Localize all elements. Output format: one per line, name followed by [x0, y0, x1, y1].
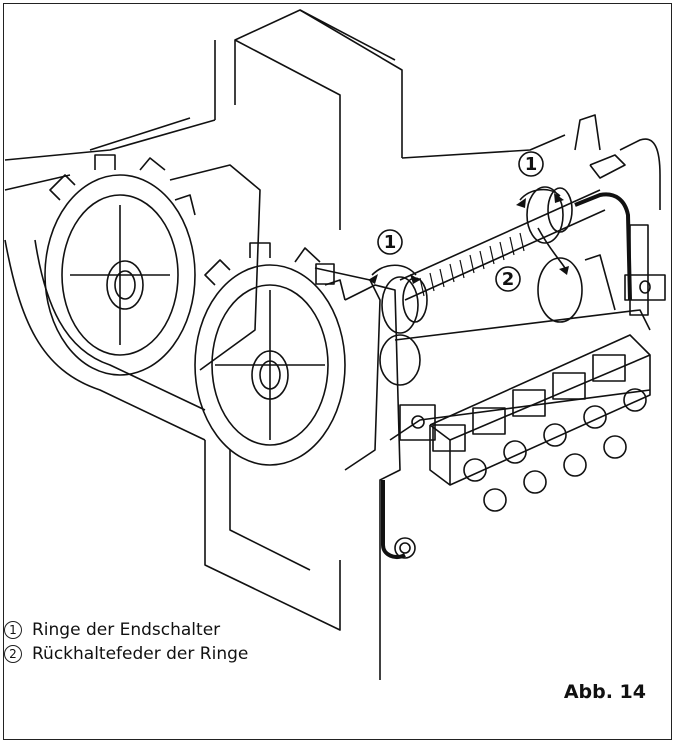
legend-text: Ringe der Endschalter	[32, 620, 221, 640]
legend-number: 1	[4, 621, 22, 639]
gear-right	[194, 242, 381, 471]
callout-1-shaft: 1	[377, 229, 403, 255]
housing	[4, 9, 566, 680]
legend: 1 Ringe der Endschalter 2 Rückhaltefeder…	[4, 618, 248, 666]
svg-text:1: 1	[384, 232, 397, 253]
legend-text: Rückhaltefeder der Ringe	[32, 644, 249, 664]
threaded-shaft	[399, 189, 606, 301]
svg-text:2: 2	[502, 269, 515, 290]
retention-spring	[381, 192, 632, 559]
terminal-block	[379, 334, 651, 559]
figure-frame	[3, 3, 672, 740]
figure-label: Abb. 14	[563, 681, 646, 703]
callout-1-ring: 1	[518, 151, 544, 177]
rotation-arrows	[371, 188, 566, 276]
legend-number: 2	[4, 645, 22, 663]
support-plate	[344, 114, 666, 560]
legend-item-2: 2 Rückhaltefeder der Ringe	[4, 642, 248, 666]
svg-text:1: 1	[525, 154, 538, 175]
legend-item-1: 1 Ringe der Endschalter	[4, 618, 248, 642]
gear-left	[44, 154, 261, 376]
callout-2-spring: 2	[495, 266, 521, 292]
